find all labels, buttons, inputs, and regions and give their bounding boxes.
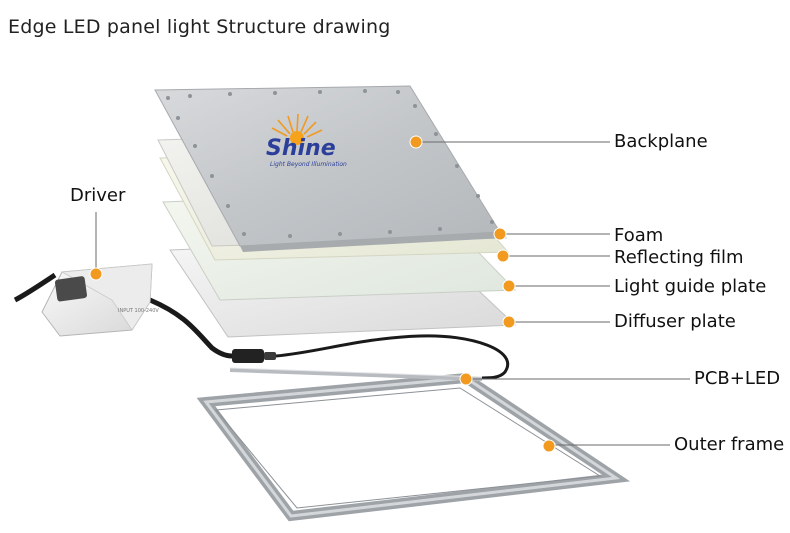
dc-connector [232, 349, 264, 363]
marker-diffuser-plate [502, 315, 516, 329]
label-foam: Foam [614, 225, 664, 246]
marker-pcb-led [459, 372, 473, 386]
marker-light-guide-plate [502, 279, 516, 293]
label-backplane: Backplane [614, 131, 708, 152]
pcb-led-strip [229, 367, 483, 381]
label-reflecting-film: Reflecting film [614, 247, 744, 268]
label-outer-frame: Outer frame [674, 434, 785, 455]
diagram-title: Edge LED panel light Structure drawing [8, 16, 391, 38]
marker-foam [493, 227, 507, 241]
logo-brand: Shine [266, 136, 336, 161]
sun-logo-icon [271, 113, 323, 145]
driver-box: INPUT 100-240V [41, 263, 159, 337]
svg-text:INPUT 100-240V: INPUT 100-240V [118, 308, 159, 314]
label-light-guide-plate: Light guide plate [614, 276, 767, 297]
label-pcb-led: PCB+LED [694, 368, 781, 389]
logo-tagline: Light Beyond Illumination [270, 161, 347, 168]
outer-frame [196, 372, 631, 522]
marker-dots [89, 135, 556, 453]
label-driver: Driver [70, 185, 126, 206]
leader-lines [95, 141, 690, 446]
backplane [154, 85, 503, 252]
backplane-screws [166, 89, 494, 238]
marker-driver [89, 267, 103, 281]
marker-backplane [409, 135, 423, 149]
driver-cable [13, 272, 509, 380]
label-diffuser-plate: Diffuser plate [614, 311, 736, 332]
marker-reflecting-film [496, 249, 510, 263]
marker-outer-frame [542, 439, 556, 453]
